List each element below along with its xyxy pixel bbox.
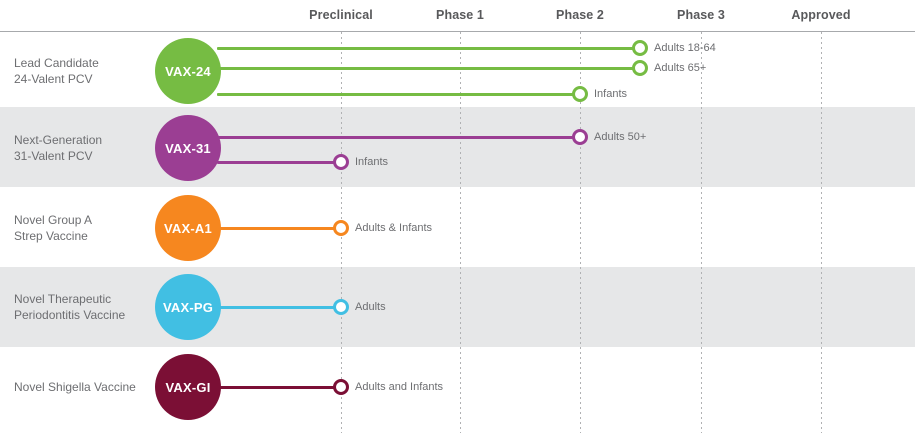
progress-bar-vax-31-1 <box>217 161 341 164</box>
gridline-phase-2 <box>580 32 581 433</box>
phase-label-preclinical: Preclinical <box>309 8 373 22</box>
progress-bar-vax-24-2 <box>217 93 580 96</box>
program-name-vax-gi: Novel Shigella Vaccine <box>14 380 136 394</box>
header-rule <box>0 31 915 32</box>
program-bubble-vax-31[interactable]: VAX-31 <box>155 115 221 181</box>
indication-label-vax-a1-0: Adults & Infants <box>355 222 433 234</box>
program-bubble-vax-pg[interactable]: VAX-PG <box>155 274 221 340</box>
progress-bar-vax-31-0 <box>217 136 580 139</box>
program-name-vax-24: Lead Candidate 24-Valent PCV <box>14 56 99 86</box>
program-bubble-vax-24[interactable]: VAX-24 <box>155 38 221 104</box>
stage-marker-vax-31-1 <box>333 154 349 170</box>
progress-bar-vax-24-1 <box>217 67 640 70</box>
stage-marker-vax-31-0 <box>572 129 588 145</box>
row-band-4 <box>0 347 915 433</box>
row-band-1 <box>0 107 915 187</box>
gridline-phase-3 <box>701 32 702 433</box>
gridline-phase-1 <box>460 32 461 433</box>
program-name-vax-31: Next-Generation 31-Valent PCV <box>14 133 103 163</box>
indication-label-vax-gi-0: Adults and Infants <box>355 381 444 393</box>
progress-bar-vax-pg-0 <box>217 306 341 309</box>
program-code-vax-24: VAX-24 <box>165 63 211 79</box>
indication-label-vax-24-0: Adults 18-64 <box>654 42 716 54</box>
program-name-vax-a1: Novel Group A Strep Vaccine <box>14 213 93 243</box>
gridline-approved <box>821 32 822 433</box>
row-band-2 <box>0 187 915 267</box>
program-bubble-vax-a1[interactable]: VAX-A1 <box>155 195 221 261</box>
program-name-vax-pg: Novel Therapeutic Periodontitis Vaccine <box>14 292 126 322</box>
stage-marker-vax-pg-0 <box>333 299 349 315</box>
phase-label-phase-2: Phase 2 <box>556 8 604 22</box>
indication-label-vax-pg-0: Adults <box>355 301 386 313</box>
program-code-vax-pg: VAX-PG <box>162 299 214 315</box>
phase-label-phase-1: Phase 1 <box>436 8 484 22</box>
stage-marker-vax-24-1 <box>632 60 648 76</box>
program-code-vax-a1: VAX-A1 <box>164 220 212 236</box>
stage-marker-vax-24-2 <box>572 86 588 102</box>
program-code-vax-gi: VAX-GI <box>165 379 211 395</box>
progress-bar-vax-a1-0 <box>217 227 341 230</box>
stage-marker-vax-24-0 <box>632 40 648 56</box>
indication-label-vax-31-0: Adults 50+ <box>594 131 647 143</box>
stage-marker-vax-gi-0 <box>333 379 349 395</box>
progress-bar-vax-gi-0 <box>217 386 341 389</box>
phase-label-phase-3: Phase 3 <box>677 8 725 22</box>
row-band-3 <box>0 267 915 347</box>
program-code-vax-31: VAX-31 <box>165 140 211 156</box>
progress-bar-vax-24-0 <box>217 47 640 50</box>
indication-label-vax-24-1: Adults 65+ <box>654 62 707 74</box>
stage-marker-vax-a1-0 <box>333 220 349 236</box>
indication-label-vax-31-1: Infants <box>355 156 389 168</box>
program-bubble-vax-gi[interactable]: VAX-GI <box>155 354 221 420</box>
phase-label-approved: Approved <box>791 8 851 22</box>
indication-label-vax-24-2: Infants <box>594 88 628 100</box>
phase-header: Preclinical Phase 1 Phase 2 Phase 3 Approved <box>0 8 915 30</box>
